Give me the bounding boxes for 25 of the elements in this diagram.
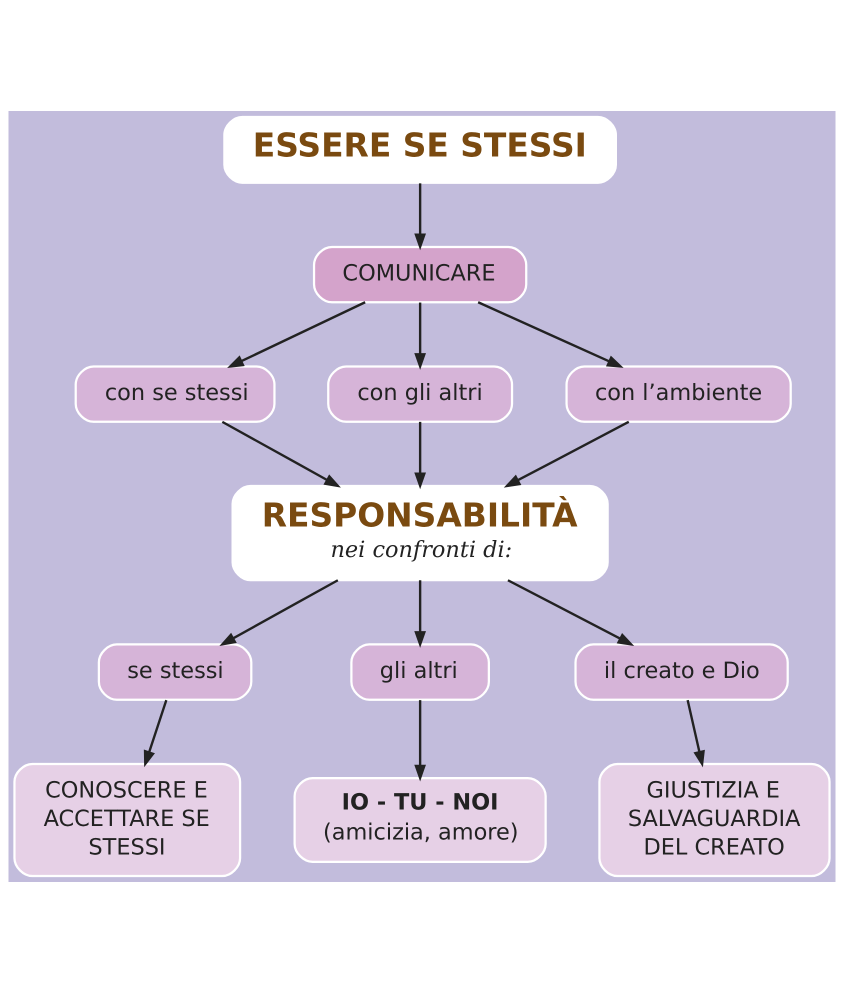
node-box: RESPONSABILITÀ nei confronti di: [232,484,609,581]
arrow [504,420,630,488]
node-box: ESSERE SE STESSI [223,115,617,184]
arrow [144,699,168,767]
node-box: CONOSCERE E ACCETTARE SE STESSI [13,762,242,877]
arrow [414,182,426,250]
node-box: con l’ambiente [565,364,792,422]
node-box: GIUSTIZIA E SALVAGUARDIA DEL CREATO [598,762,831,877]
node-box: gli altri [350,642,490,700]
node-box: con gli altri [327,364,514,422]
arrow [478,300,624,368]
arrow [414,580,426,648]
arrow [219,578,338,646]
arrow [507,578,634,646]
node-box: IO - TU - NOI (amicizia, amore) [294,776,547,862]
node-box: se stessi [98,642,252,700]
node-box: il creato e Dio [574,642,789,700]
node-box: COMUNICARE [312,245,528,303]
arrow [222,420,341,488]
arrow [414,302,426,370]
arrow [414,421,426,489]
node-box: con se stessi [74,364,276,422]
arrow [414,700,426,781]
arrow [227,300,366,368]
arrow [686,699,705,767]
